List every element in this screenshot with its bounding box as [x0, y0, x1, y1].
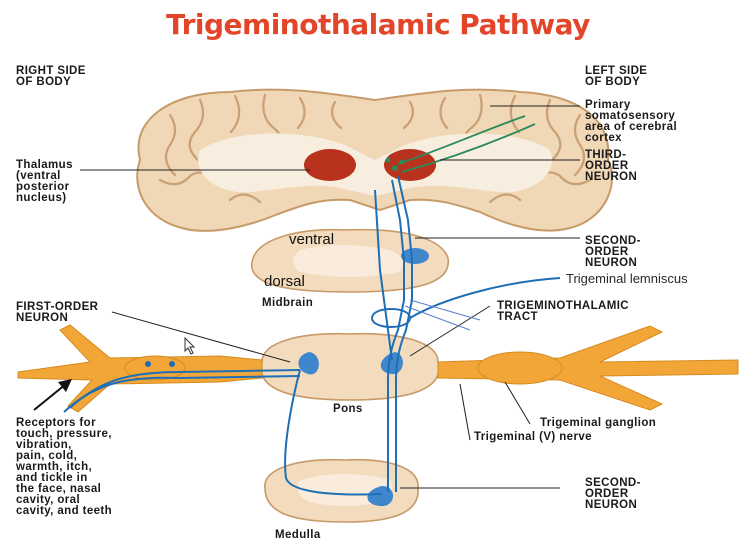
second-order-top-label: SECOND- ORDER NEURON	[585, 235, 641, 269]
midbrain-label: Midbrain	[262, 297, 314, 309]
third-order-neuron	[397, 115, 536, 173]
thalamus-left	[384, 149, 436, 181]
dorsal-label: dorsal	[264, 273, 305, 290]
mouse-cursor-icon	[184, 336, 196, 355]
right-side-label: RIGHT SIDE OF BODY	[16, 65, 86, 88]
pons-label: Pons	[333, 403, 363, 415]
ventral-label: ventral	[289, 231, 335, 248]
page-title: Trigeminothalamic Pathway	[166, 8, 590, 41]
thalamus-right	[304, 149, 356, 181]
medulla-label: Medulla	[275, 529, 321, 541]
primary-area-label: Primary somatosensory area of cerebral c…	[585, 99, 678, 144]
first-order-label: FIRST-ORDER NEURON	[16, 301, 99, 324]
midbrain-section	[251, 228, 450, 293]
second-order-bottom-label: SECOND- ORDER NEURON	[585, 477, 641, 511]
receptors-label: Receptors for touch, pressure, vibration…	[16, 417, 113, 517]
trigeminal-ganglion	[437, 325, 739, 411]
thalamus-label: Thalamus (ventral posterior nucleus)	[16, 159, 73, 204]
left-side-label: LEFT SIDE OF BODY	[585, 65, 648, 88]
trigeminothalamic-tract-label: TRIGEMINOTHALAMIC TRACT	[497, 300, 630, 323]
trigeminal-nerve-label: Trigeminal (V) nerve	[474, 431, 592, 443]
trigeminal-lemniscus-label: Trigeminal lemniscus	[566, 271, 688, 286]
leader-lines	[80, 105, 580, 489]
trigeminal-ganglion-label: Trigeminal ganglion	[540, 417, 657, 429]
medulla-section	[264, 458, 419, 523]
midbrain-nucleus	[401, 248, 429, 264]
trigeminal-nerve-right	[17, 324, 263, 413]
third-order-label: THIRD- ORDER NEURON	[585, 149, 638, 183]
receptor-arrow	[33, 379, 72, 411]
pons-section	[260, 332, 440, 401]
cerebrum-section	[136, 88, 613, 232]
